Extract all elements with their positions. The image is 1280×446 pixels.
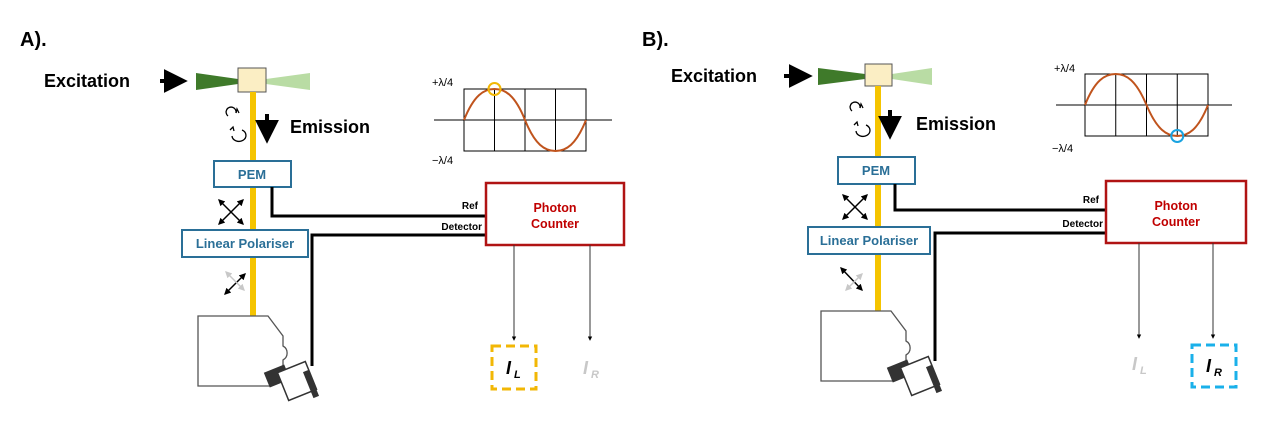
panel-a-label: A). [20, 29, 47, 51]
output-il-sub: L [514, 369, 521, 381]
pem-box [213, 160, 292, 188]
photon-counter-box [484, 181, 626, 247]
panel-b: B). Excitation Emission PEM Linear Polar… [642, 29, 1248, 397]
detector-wire [933, 231, 1106, 361]
pem-phase-plot: +λ/4 −λ/4 [432, 77, 612, 167]
ref-label: Ref [462, 201, 479, 212]
detector-label: Detector [441, 222, 482, 233]
output-il-label: I [1132, 354, 1138, 374]
polariser-output-icon [224, 271, 246, 295]
detector-cap [302, 369, 320, 399]
pem-phase-plot: +λ/4 −λ/4 [1052, 63, 1232, 155]
excitation-beam-out [892, 68, 932, 85]
emission-beam [875, 86, 881, 316]
phase-marker [487, 82, 502, 96]
phase-top-label: +λ/4 [432, 77, 453, 89]
emission-label: Emission [290, 117, 370, 137]
linear-polariser-label: Linear Polariser [820, 233, 918, 248]
phase-wave [1084, 72, 1209, 138]
pem-box [837, 156, 916, 185]
pem-label: PEM [238, 167, 266, 182]
phase-top-label: +λ/4 [1054, 63, 1075, 75]
photon-counter-box [1104, 179, 1248, 245]
output-ir-sub: R [1214, 367, 1222, 379]
emission-label: Emission [916, 114, 996, 134]
excitation-beam-in [818, 68, 865, 85]
linear-polariser-label: Linear Polariser [196, 236, 294, 251]
output-il-sub: L [1140, 365, 1147, 377]
phase-marker [1170, 129, 1185, 143]
sample-cuvette [237, 67, 267, 93]
polariser-output-icon [840, 267, 863, 291]
linear-polariser-box [181, 229, 309, 258]
photon-counter-label-line1: Photon [1154, 199, 1197, 213]
output-ir-label: I [583, 358, 589, 378]
ref-label: Ref [1083, 195, 1100, 206]
sample-cuvette [864, 63, 893, 87]
output-ir-label: I [1206, 356, 1212, 376]
photon-counter-label-line2: Counter [531, 217, 579, 231]
ref-wire [270, 187, 486, 218]
detector-label: Detector [1062, 219, 1103, 230]
output-ir-box [1190, 343, 1238, 389]
circular-polarisation-icon [225, 106, 247, 143]
panel-b-label: B). [642, 29, 669, 51]
output-ir-sub: R [591, 369, 599, 381]
pem-polarisation-icon [218, 199, 244, 225]
panel-a: A). Excitation Emission PEM [20, 29, 626, 402]
phase-bottom-label: −λ/4 [432, 155, 453, 167]
emission-beam [250, 92, 256, 322]
pem-polarisation-icon [842, 194, 868, 220]
output-il-box [490, 344, 538, 391]
excitation-label: Excitation [44, 71, 130, 91]
circular-polarisation-icon [849, 101, 871, 138]
photon-counter-label-line2: Counter [1152, 215, 1200, 229]
pem-label: PEM [862, 163, 890, 178]
detector-wire [310, 233, 486, 366]
photon-counter-label-line1: Photon [533, 201, 576, 215]
excitation-beam-out [266, 73, 310, 90]
phase-wave [463, 87, 587, 153]
ref-wire [893, 184, 1106, 212]
detector-cap [925, 364, 943, 394]
phase-bottom-label: −λ/4 [1052, 143, 1073, 155]
output-il-label: I [506, 358, 512, 378]
excitation-beam-in [196, 73, 238, 90]
excitation-label: Excitation [671, 66, 757, 86]
linear-polariser-box [807, 226, 931, 255]
